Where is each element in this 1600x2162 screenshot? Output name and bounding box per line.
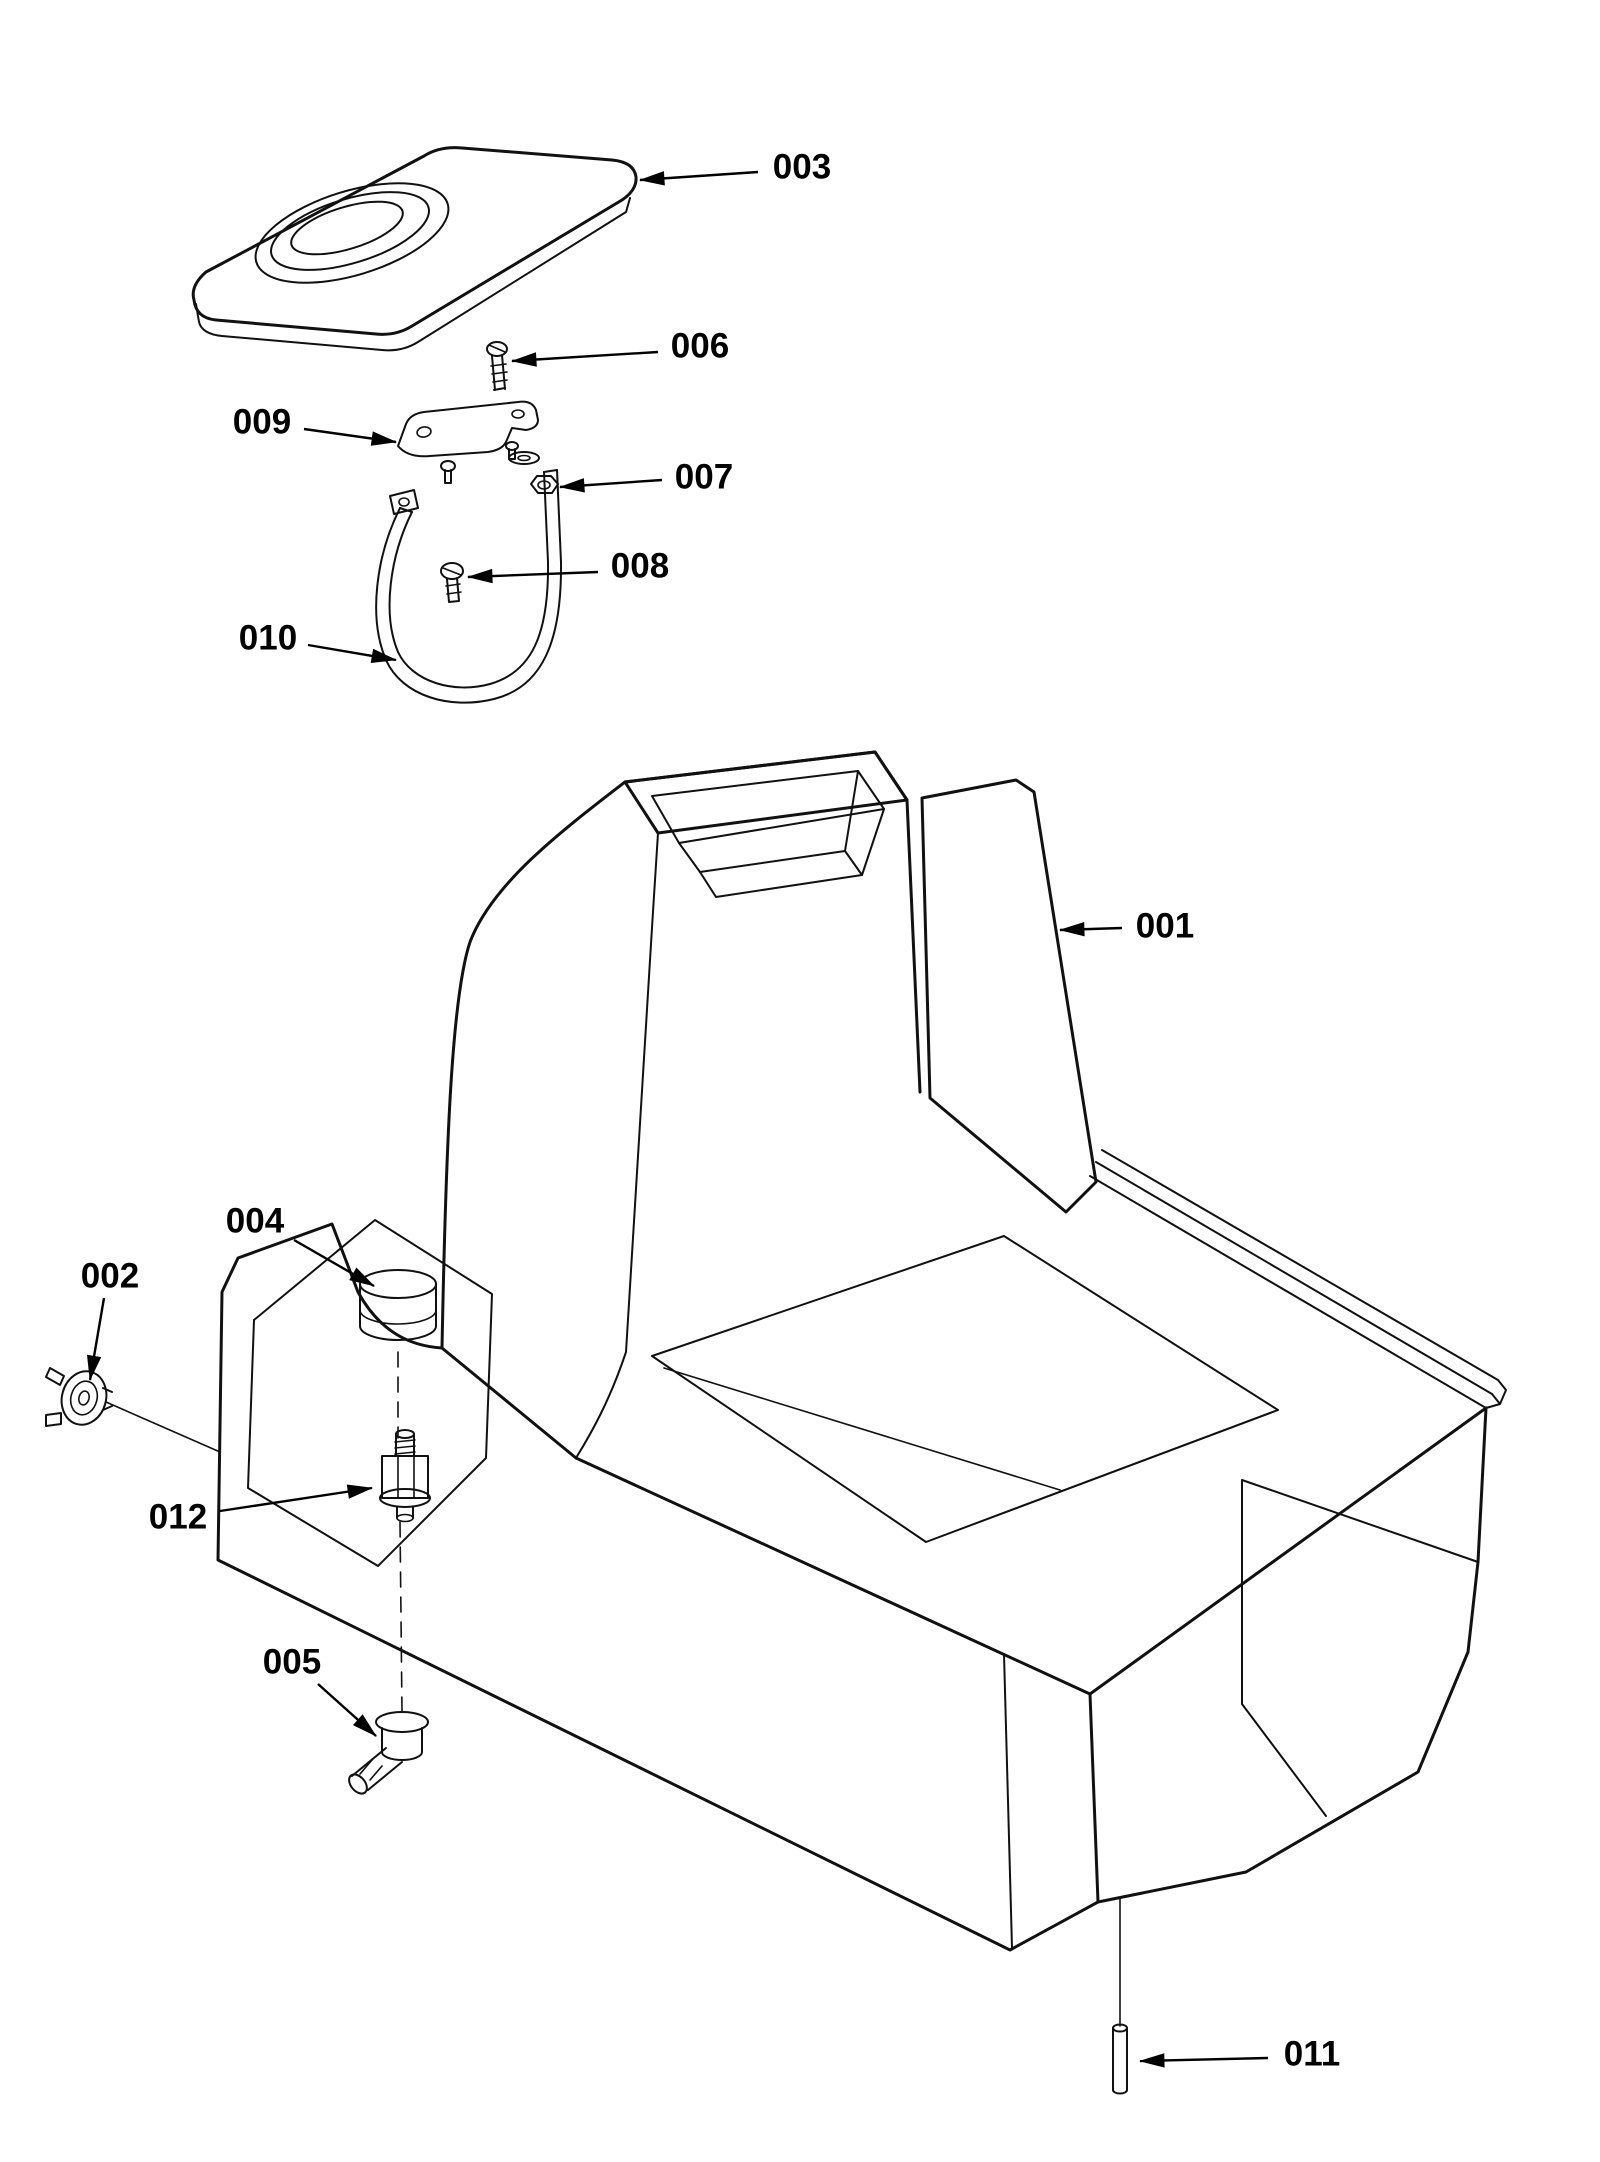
part-012-fitting-drawing (379, 1429, 431, 1523)
callout-009: 009 (233, 403, 398, 446)
callout-leader-009 (303, 427, 398, 446)
part-006-screw-drawing (486, 341, 508, 391)
callout-label-002: 002 (81, 1257, 139, 1296)
callout-002: 002 (81, 1257, 139, 1382)
part-004-cap-drawing (359, 1269, 437, 1341)
callout-leader-002 (86, 1297, 106, 1382)
callout-label-003: 003 (773, 148, 831, 187)
callout-label-007: 007 (675, 458, 733, 497)
callout-leader-012 (219, 1484, 374, 1513)
callout-leader-010 (307, 643, 398, 664)
line-art (45, 146, 1507, 2095)
callout-label-001: 001 (1136, 907, 1194, 946)
part-001-tank-drawing (216, 750, 1507, 1952)
part-005-elbow-fitting-drawing (348, 1711, 429, 1795)
callout-leader-001 (1058, 921, 1123, 937)
callout-label-005: 005 (263, 1643, 321, 1682)
callout-label-008: 008 (611, 547, 669, 586)
callout-label-006: 006 (671, 327, 729, 366)
callout-label-010: 010 (239, 619, 297, 658)
callout-008: 008 (466, 547, 669, 586)
callout-006: 006 (510, 327, 729, 367)
assembly-center-line (397, 1351, 403, 1713)
part-003-lid-drawing (191, 146, 638, 352)
callout-leader-008 (466, 568, 599, 584)
callout-leader-007 (558, 478, 663, 493)
part-011-pin-drawing (1112, 1896, 1128, 2095)
callout-label-012: 012 (149, 1498, 207, 1537)
callout-leader-011 (1138, 2053, 1269, 2068)
callout-001: 001 (1058, 907, 1194, 946)
part-002-plug-drawing (45, 1367, 221, 1453)
callout-004: 004 (226, 1202, 375, 1288)
callout-leader-006 (510, 350, 659, 367)
callout-005: 005 (263, 1643, 377, 1737)
callouts-layer: 001 002 003 004 005 006 007 008 009 010 011 012 (81, 148, 1340, 2074)
callout-leader-004 (293, 1238, 375, 1288)
callout-011: 011 (1138, 2035, 1340, 2074)
callout-label-009: 009 (233, 403, 291, 442)
callout-label-004: 004 (226, 1202, 285, 1241)
callout-label-011: 011 (1284, 2035, 1340, 2074)
part-008-screw-drawing (440, 562, 464, 603)
part-010-strap-drawing (375, 469, 563, 704)
callout-012: 012 (149, 1484, 374, 1537)
callout-leader-005 (317, 1683, 377, 1737)
part-007-nut-drawing (508, 451, 559, 494)
callout-010: 010 (239, 619, 398, 664)
callout-007: 007 (558, 458, 733, 497)
callout-leader-003 (638, 170, 759, 186)
callout-003: 003 (638, 148, 831, 187)
part-009-bracket-drawing (397, 400, 539, 484)
